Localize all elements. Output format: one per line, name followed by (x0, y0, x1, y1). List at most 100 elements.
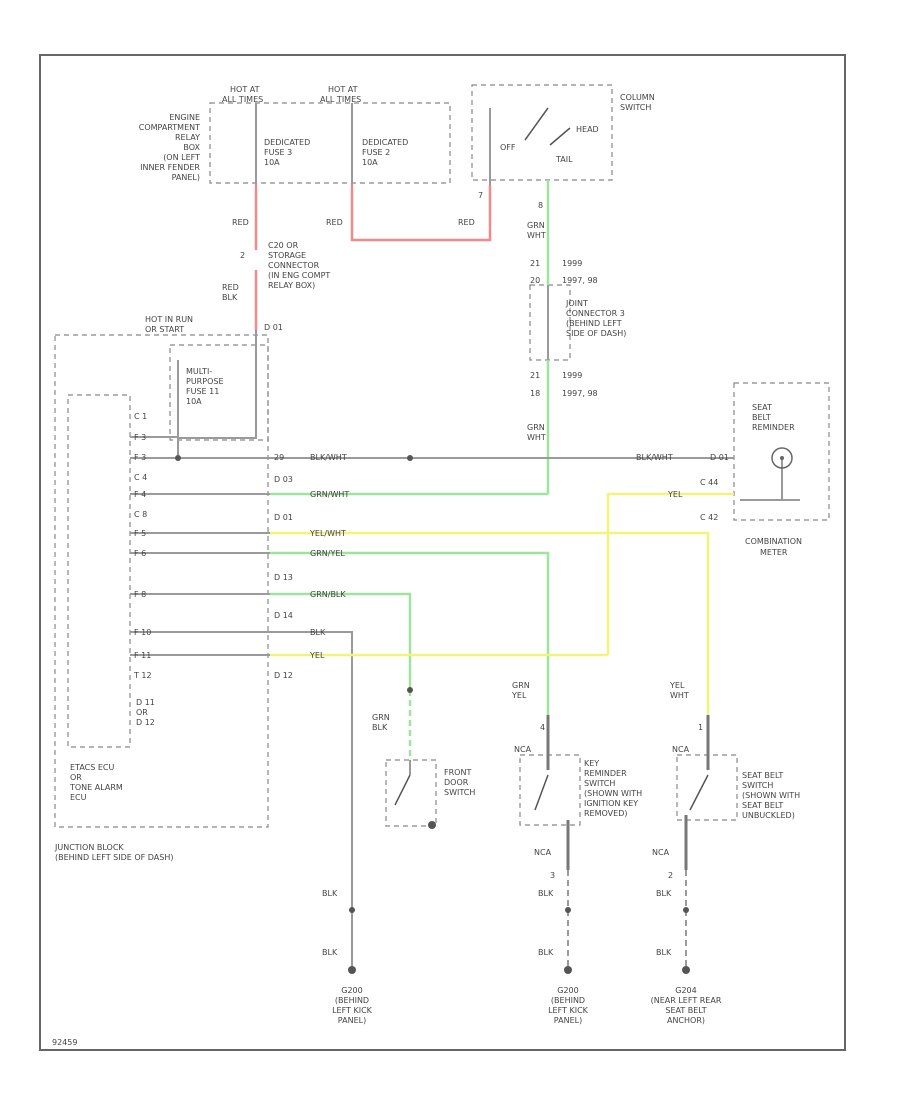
svg-text:ENGINE: ENGINE (169, 113, 200, 122)
svg-text:DOOR: DOOR (444, 778, 469, 787)
label-pin-c44: C 44 (700, 478, 718, 487)
svg-text:BOX: BOX (183, 143, 200, 152)
svg-text:GRN: GRN (527, 423, 545, 432)
svg-text:RELAY: RELAY (175, 133, 200, 142)
label-wire-grn-yel: GRN/YEL (310, 549, 345, 558)
ecu-pin-labels: C 1 F 3 F 3 C 4 F 4 C 8 F 5 F 6 F 8 F 10… (133, 412, 152, 680)
svg-text:ALL TIMES: ALL TIMES (222, 95, 263, 104)
svg-text:F 10: F 10 (134, 628, 151, 637)
svg-text:INNER FENDER: INNER FENDER (140, 163, 200, 172)
label-multi-fuse: MULTI- PURPOSE FUSE 11 10A (186, 367, 224, 406)
svg-text:(IN ENG COMPT: (IN ENG COMPT (268, 271, 330, 280)
svg-text:(ON LEFT: (ON LEFT (163, 153, 200, 162)
svg-text:D 01: D 01 (274, 513, 293, 522)
ground-node (564, 966, 572, 974)
label-c2-18: 18 (530, 389, 540, 398)
svg-text:PURPOSE: PURPOSE (186, 377, 224, 386)
label-wire-yel-r: YEL (667, 490, 683, 499)
label-ground-2: G200 (BEHIND LEFT KICK PANEL) (548, 986, 589, 1025)
svg-text:(BEHIND LEFT: (BEHIND LEFT (566, 319, 622, 328)
svg-text:10A: 10A (186, 397, 202, 406)
svg-text:FUSE 3: FUSE 3 (264, 148, 292, 157)
svg-text:HOT AT: HOT AT (230, 85, 260, 94)
label-red-3: RED (458, 218, 475, 227)
label-ground-3: G204 (NEAR LEFT REAR SEAT BELT ANCHOR) (651, 986, 722, 1025)
grn-blk-wire (270, 592, 412, 690)
svg-text:LEFT KICK: LEFT KICK (548, 1006, 589, 1015)
svg-text:YEL: YEL (511, 691, 527, 700)
label-wire-blk-wht-r: BLK/WHT (636, 453, 673, 462)
label-grn-blk: GRN BLK (372, 713, 390, 732)
svg-text:G200: G200 (341, 986, 362, 995)
label-storage-conn: C20 OR STORAGE CONNECTOR (IN ENG COMPT R… (268, 241, 330, 290)
svg-text:COLUMN: COLUMN (620, 93, 655, 102)
svg-text:STORAGE: STORAGE (268, 251, 306, 260)
label-nca-3: NCA (534, 848, 552, 857)
svg-text:10A: 10A (362, 158, 378, 167)
svg-text:10A: 10A (264, 158, 280, 167)
red-wire-fuse2 (350, 185, 492, 242)
svg-text:JUNCTION BLOCK: JUNCTION BLOCK (54, 843, 124, 852)
node (565, 907, 571, 913)
svg-text:D 12: D 12 (274, 671, 293, 680)
label-combination-meter: COMBINATION METER (745, 537, 802, 557)
label-joint-connector: JOINT CONNECTOR 3 (BEHIND LEFT SIDE OF D… (565, 299, 626, 338)
svg-text:F 4: F 4 (134, 490, 146, 499)
label-red-blk: RED BLK (222, 283, 239, 302)
svg-text:(SHOWN WITH: (SHOWN WITH (584, 789, 642, 798)
label-yel-wht: YEL WHT (669, 681, 689, 700)
svg-text:TONE ALARM: TONE ALARM (69, 783, 123, 792)
label-pin-8: 8 (538, 201, 543, 210)
svg-text:WHT: WHT (670, 691, 689, 700)
svg-text:ETACS ECU: ETACS ECU (70, 763, 115, 772)
svg-text:REMOVED): REMOVED) (584, 809, 627, 818)
label-c1-21: 21 (530, 259, 540, 268)
ground-node (682, 966, 690, 974)
svg-text:METER: METER (760, 548, 788, 557)
label-diagram-id: 92459 (52, 1038, 77, 1047)
label-wire-blk: BLK (310, 628, 326, 637)
svg-text:IGNITION KEY: IGNITION KEY (584, 799, 638, 808)
label-sw-tail: TAIL (555, 155, 573, 164)
label-wire-blk-wht: BLK/WHT (310, 453, 347, 462)
svg-text:WHT: WHT (527, 231, 546, 240)
grn-yel-wire (270, 551, 550, 715)
svg-text:SWITCH: SWITCH (584, 779, 615, 788)
svg-text:CONNECTOR: CONNECTOR (268, 261, 320, 270)
svg-text:DEDICATED: DEDICATED (362, 138, 408, 147)
junction-pin-labels: 29 D 03 D 01 D 13 D 14 D 12 (274, 453, 293, 680)
label-c2-97: 1997, 98 (562, 389, 598, 398)
label-pin-4: 4 (540, 723, 545, 732)
label-key-reminder: KEY REMINDER SWITCH (SHOWN WITH IGNITION… (584, 759, 642, 818)
ground-node (348, 966, 356, 974)
label-ground-1: G200 (BEHIND LEFT KICK PANEL) (332, 986, 373, 1025)
label-junction-block: JUNCTION BLOCK (BEHIND LEFT SIDE OF DASH… (54, 843, 173, 862)
svg-text:COMBINATION: COMBINATION (745, 537, 802, 546)
svg-text:C20 OR: C20 OR (268, 241, 299, 250)
svg-text:CONNECTOR 3: CONNECTOR 3 (566, 309, 625, 318)
svg-text:F 3: F 3 (134, 433, 146, 442)
svg-text:F 8: F 8 (134, 590, 146, 599)
label-hot-all-1: HOT AT ALL TIMES (222, 85, 263, 104)
label-nca-2: NCA (672, 745, 690, 754)
svg-text:ECU: ECU (70, 793, 87, 802)
reminder-symbol (771, 447, 793, 469)
relay-box-outline (209, 102, 451, 184)
svg-text:F 3: F 3 (134, 453, 146, 462)
svg-text:OR: OR (70, 773, 82, 782)
svg-text:FUSE 11: FUSE 11 (186, 387, 219, 396)
label-etacs-ecu: ETACS ECU OR TONE ALARM ECU (69, 763, 123, 802)
svg-text:BELT: BELT (752, 413, 771, 422)
svg-text:SIDE OF DASH): SIDE OF DASH) (566, 329, 626, 338)
node (407, 455, 413, 461)
svg-text:SEAT BELT: SEAT BELT (665, 1006, 706, 1015)
svg-text:JOINT: JOINT (565, 299, 588, 308)
label-blk-2: BLK (322, 948, 338, 957)
svg-text:ANCHOR): ANCHOR) (667, 1016, 705, 1025)
label-sw-off: OFF (500, 143, 516, 152)
label-front-door-switch: FRONT DOOR SWITCH (444, 768, 475, 797)
yel-wire-meter (606, 492, 734, 655)
label-pin-c42: C 42 (700, 513, 718, 522)
svg-text:FRONT: FRONT (444, 768, 471, 777)
label-wire-grn-blk: GRN/BLK (310, 590, 346, 599)
